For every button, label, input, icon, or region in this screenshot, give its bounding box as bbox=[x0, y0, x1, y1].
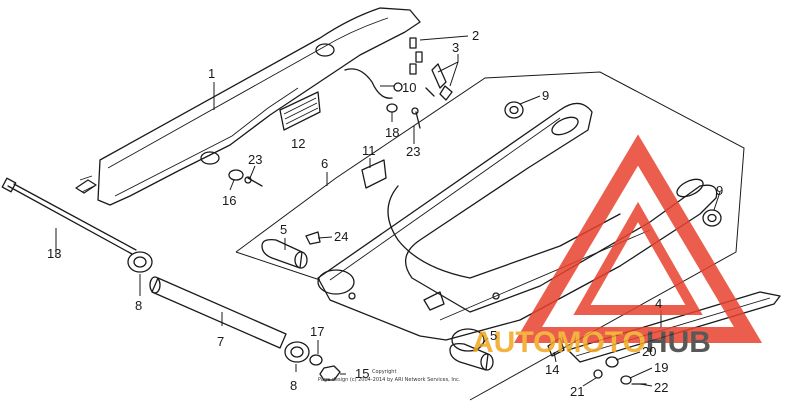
chain-case bbox=[75, 7, 421, 206]
watermark-auto: AUTO bbox=[472, 326, 556, 359]
callout-9a: 9 bbox=[542, 88, 549, 103]
callout-14: 14 bbox=[545, 362, 559, 377]
bolt-cluster bbox=[393, 37, 453, 101]
callout-16: 16 bbox=[222, 193, 236, 208]
callout-12: 12 bbox=[291, 136, 305, 151]
clip-24 bbox=[305, 231, 321, 245]
watermark-triangle-icon bbox=[513, 134, 763, 343]
callout-6: 6 bbox=[321, 156, 328, 171]
callout-2: 2 bbox=[472, 28, 479, 43]
callout-10: 10 bbox=[402, 80, 416, 95]
axle-13 bbox=[1, 177, 137, 255]
callout-3: 3 bbox=[452, 40, 459, 55]
callout-11: 11 bbox=[362, 143, 376, 158]
pivot-sleeve-7 bbox=[149, 276, 287, 349]
callout-9b: 9 bbox=[716, 183, 723, 198]
bushings-9 bbox=[504, 101, 722, 227]
washer-nut bbox=[309, 354, 341, 381]
callout-17: 17 bbox=[310, 324, 324, 339]
callout-8b: 8 bbox=[290, 378, 297, 393]
collars-5 bbox=[261, 238, 494, 371]
small-fasteners bbox=[228, 103, 421, 187]
callout-18: 18 bbox=[385, 125, 399, 140]
callout-15: 15 bbox=[355, 366, 369, 381]
callout-7: 7 bbox=[217, 334, 224, 349]
callout-4: 4 bbox=[655, 296, 662, 311]
callout-13: 13 bbox=[47, 246, 61, 261]
watermark-moto: MOTO bbox=[556, 326, 645, 359]
callout-24: 24 bbox=[334, 229, 348, 244]
callout-5a: 5 bbox=[280, 222, 287, 237]
tube-11 bbox=[361, 159, 387, 189]
bearings-8 bbox=[127, 251, 310, 363]
callout-numbers: 1 2 3 4 5 5 6 7 8 8 9 9 10 11 12 13 14 1… bbox=[47, 28, 723, 399]
callout-5b: 5 bbox=[490, 328, 497, 343]
svg-text:AUTOMOTOHUB: AUTOMOTOHUB bbox=[472, 326, 711, 359]
callout-19: 19 bbox=[654, 360, 668, 375]
copyright-line-1: Copyright bbox=[372, 369, 396, 375]
callout-23a: 23 bbox=[248, 152, 262, 167]
callout-20: 20 bbox=[642, 344, 656, 359]
callout-21: 21 bbox=[570, 384, 584, 399]
copyright: Copyright Page design (c) 2004-2014 by A… bbox=[318, 369, 461, 383]
label-plate bbox=[279, 91, 321, 131]
leader-lines bbox=[55, 35, 721, 387]
callout-22: 22 bbox=[654, 380, 668, 395]
watermark-logo: AUTOMOTOHUB bbox=[472, 134, 763, 359]
callout-8a: 8 bbox=[135, 298, 142, 313]
copyright-line-2: Page design (c) 2004-2014 by ARI Network… bbox=[318, 377, 461, 383]
callout-23b: 23 bbox=[406, 144, 420, 159]
callout-1: 1 bbox=[208, 66, 215, 81]
watermark-hub: HUB bbox=[646, 326, 711, 359]
